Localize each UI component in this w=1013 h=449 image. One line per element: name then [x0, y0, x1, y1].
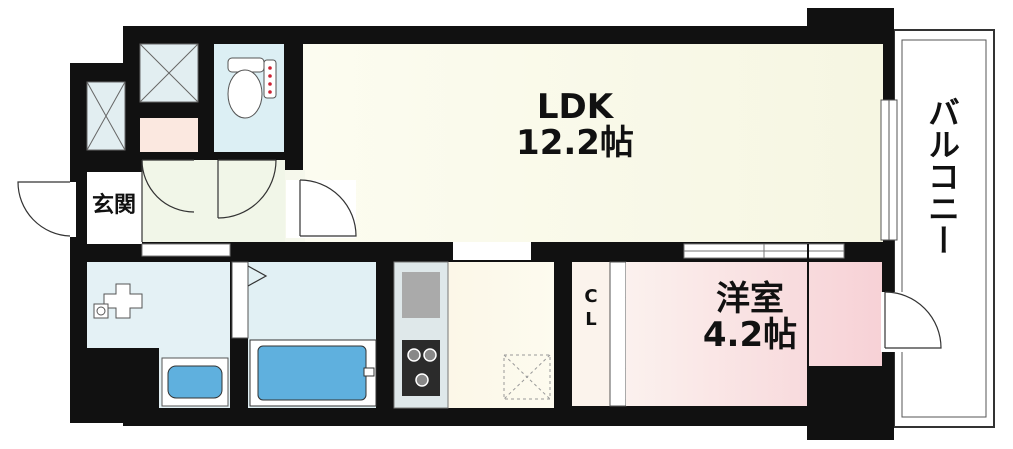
closet-label-line2: L [585, 308, 597, 330]
closet-label-line1: C [584, 286, 598, 307]
entrance-door [17, 181, 76, 237]
ldk-floor [303, 44, 883, 242]
kitchen [393, 261, 554, 409]
hall-doors [141, 159, 277, 242]
closet-label: C L [574, 286, 608, 331]
hall-floor [142, 160, 285, 242]
western-name: 洋室 [716, 279, 784, 319]
balcony-name: バルコニー [923, 96, 961, 256]
storage-left [86, 81, 126, 151]
closet [572, 261, 652, 407]
washroom [87, 262, 230, 408]
ldk-window [880, 99, 898, 241]
western-label: 洋室 4.2帖 [680, 279, 820, 355]
entrance-floor [87, 172, 142, 244]
entrance-label: 玄関 [84, 194, 144, 217]
ldk-name: LDK [536, 87, 614, 127]
ldk-label: LDK 12.2帖 [495, 87, 655, 163]
western-size: 4.2帖 [702, 314, 798, 355]
ldk-door [286, 179, 357, 238]
balcony [893, 29, 995, 428]
bathroom [231, 261, 377, 408]
opening-ldk-kitchen [453, 242, 531, 260]
storage-top [139, 43, 199, 103]
toilet-room [214, 44, 284, 152]
shoe-cabinet [140, 118, 198, 152]
western-balcony-door [881, 291, 943, 352]
opening-hall-wash [141, 243, 231, 257]
ldk-size: 12.2帖 [516, 122, 634, 163]
entrance-name: 玄関 [91, 193, 136, 218]
balcony-label: バルコニー [918, 96, 961, 256]
western-room [626, 244, 894, 440]
